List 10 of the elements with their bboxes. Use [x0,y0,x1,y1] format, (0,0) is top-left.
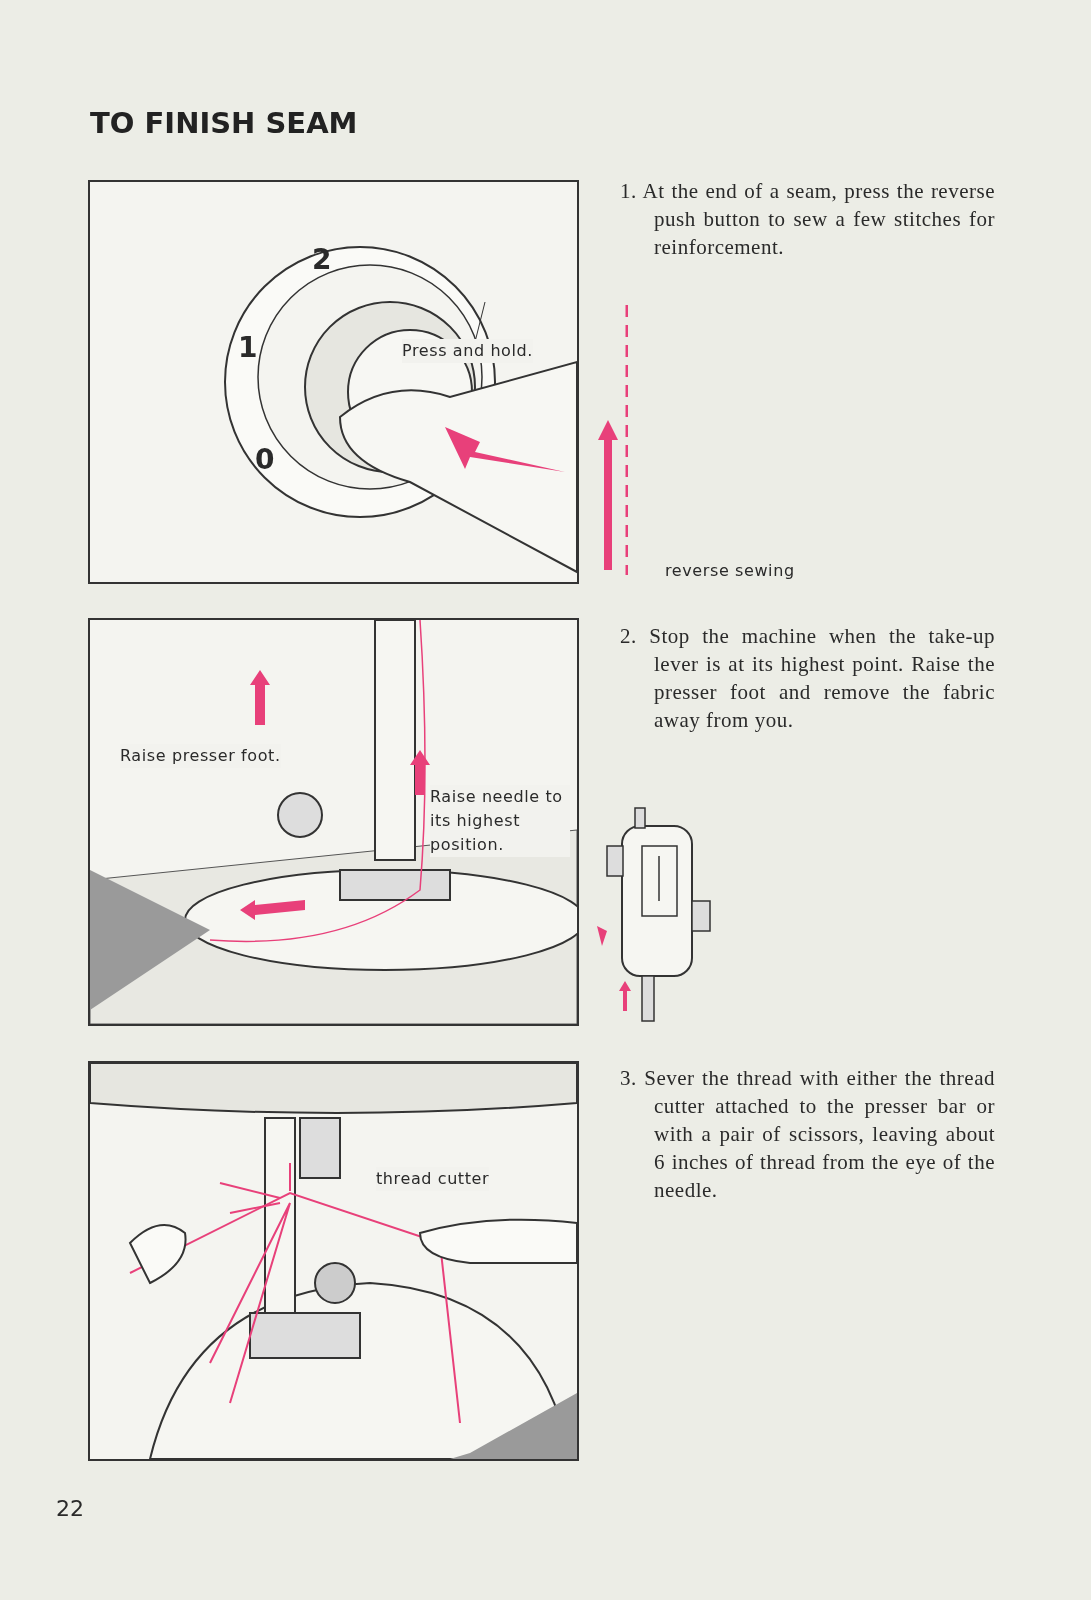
page-title: TO FINISH SEAM [90,106,358,140]
instruction-text: 3. Sever the thread with either the thread cutter attached to the presser bar or with a pair of scissors, leaving about 6 inches of thread from the eye of the needle. [620,1065,995,1204]
dial-number: 0 [255,444,275,476]
instruction-text: 1. At the end of a seam, press the reverse push button to sew a few stitches for reinforcement. [620,178,995,261]
dial-number: 1 [238,332,258,364]
callout-text: Press and hold. [402,339,533,363]
callout-text: reverse sewing [665,560,795,582]
instruction-text: 2. Stop the machine when the take-up lever is at its highest point. Raise the presser foot and remove the fabric away from you. [620,623,995,734]
dial-number: 2 [312,244,332,276]
page-number: 22 [56,1496,84,1521]
